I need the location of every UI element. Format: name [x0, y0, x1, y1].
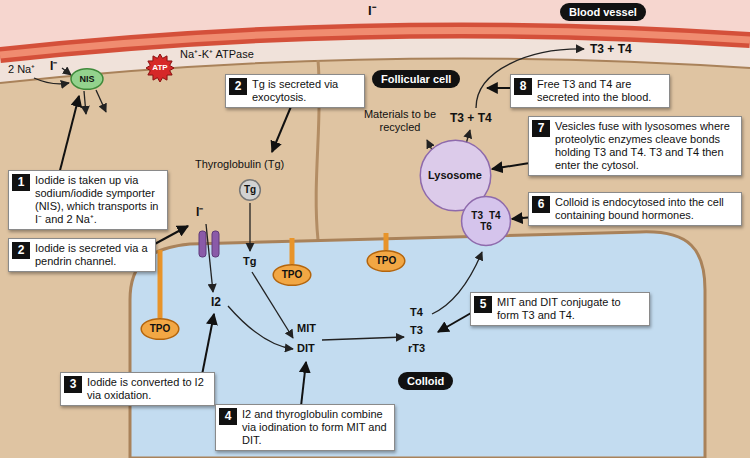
- tpo-stalk: [158, 250, 163, 318]
- callout-box: 8 Free T3 and T4 are secreted into the bl…: [510, 74, 670, 108]
- ion-label: I⁻: [50, 60, 57, 74]
- callout-text: Vesicles fuse with lysosomes where prote…: [555, 120, 736, 172]
- iodide-secretion-arrow: [206, 224, 213, 292]
- callout-box: 7 Vesicles fuse with lysosomes where prot…: [528, 116, 742, 176]
- molecule-label: Tg: [243, 255, 256, 268]
- node-ellipse: [367, 251, 405, 272]
- callout-number: 7: [532, 120, 550, 137]
- region-label-text: Blood vessel: [569, 6, 637, 18]
- colloid-vesicle: T3 T4T6: [460, 195, 512, 247]
- pump-label: Na⁺-K⁺ ATPase: [180, 48, 254, 61]
- callout-text: Iodide is converted to I2 via oxidation.: [87, 376, 209, 402]
- iodination-arrow: [228, 306, 293, 349]
- coupling-arrow: [322, 337, 404, 340]
- part-label: Materials to be recycled: [360, 108, 440, 133]
- callout-number: 4: [219, 408, 237, 425]
- callout-number: 8: [514, 78, 532, 95]
- callout-text: I2 and thyroglobulin combine via iodinat…: [242, 408, 389, 447]
- callout-text: Tg is secreted via exocytosis.: [252, 78, 359, 104]
- node-text: T4: [488, 210, 502, 222]
- callout-box: 4 I2 and thyroglobulin combine via iodina…: [215, 404, 395, 451]
- callout-box: 5 MIT and DIT conjugate to form T3 and T4…: [470, 292, 650, 326]
- pendrin-channel: [212, 231, 219, 257]
- callout-text: Colloid is endocytosed into the cell con…: [555, 196, 736, 222]
- region-label-text: Colloid: [407, 375, 444, 387]
- callout-text: Iodide is secreted via a pendrin channel…: [35, 242, 150, 268]
- vessel-wall-highlight: [0, 30, 750, 55]
- hormone-label: T3: [410, 324, 423, 337]
- callout-box: 2 Iodide is secreted via a pendrin channe…: [8, 238, 156, 272]
- molecule-label: DIT: [297, 342, 315, 355]
- node-ellipse: [141, 319, 179, 340]
- connector-arrow: [512, 218, 528, 219]
- hormone-label: T3 + T4: [450, 112, 492, 126]
- uptake-arrow: [84, 91, 86, 114]
- tpo-stalk: [384, 233, 389, 250]
- node-ellipse: [240, 180, 261, 201]
- callout-box: 1 Iodide is taken up via sodium/iodide sy…: [8, 170, 168, 230]
- colloid-lumen: [130, 232, 705, 458]
- node-text: T3: [470, 210, 484, 222]
- nis-symporter: NIS: [70, 68, 104, 90]
- sodium-arrow: [34, 78, 69, 84]
- molecule-label: MIT: [297, 322, 316, 335]
- node-ellipse: [273, 265, 311, 286]
- callout-number: 1: [12, 174, 30, 191]
- callout-number: 6: [532, 196, 550, 213]
- ion-label: 2 Na⁺: [8, 63, 35, 76]
- region-label-text: Follicular cell: [381, 73, 451, 85]
- vessel-lumen: [0, 0, 750, 55]
- region-label: Colloid: [398, 372, 453, 390]
- ion-label: I⁻: [196, 206, 203, 220]
- uptake-arrow: [96, 90, 106, 112]
- follicular-cell-body: [0, 58, 750, 458]
- atpase-pump: ATP: [146, 54, 174, 82]
- ion-label: I⁻: [368, 4, 376, 19]
- atpase-star: [146, 54, 174, 82]
- node-ellipse: [71, 69, 103, 90]
- region-label: Blood vessel: [560, 3, 646, 21]
- node-text: Tg: [243, 184, 257, 196]
- node-text: ATP: [151, 63, 168, 72]
- node-text: NIS: [78, 74, 95, 84]
- callout-text: MIT and DIT conjugate to form T3 and T4.: [497, 296, 644, 322]
- tpo-enzyme: TPO: [272, 264, 312, 286]
- tpo-enzyme: TPO: [366, 250, 406, 272]
- node-ellipse: [462, 197, 511, 246]
- exocytosis-arrow: [249, 203, 250, 251]
- node-text: T6: [479, 221, 493, 233]
- callout-text: Iodide is taken up via sodium/iodide sym…: [35, 174, 162, 226]
- hormone-label: T3 + T4: [590, 43, 632, 57]
- molecule-label: I2: [211, 296, 221, 310]
- callout-number: 2: [229, 78, 247, 95]
- callout-number: 3: [64, 376, 82, 393]
- callout-box: 6 Colloid is endocytosed into the cell co…: [528, 192, 742, 226]
- callout-number: 2: [12, 242, 30, 259]
- node-text: TPO: [281, 269, 304, 281]
- callout-text: Free T3 and T4 are secreted into the blo…: [537, 78, 664, 104]
- vessel-wall: [0, 30, 750, 55]
- iodide-arrow: [62, 68, 71, 75]
- connector-arrow: [492, 163, 528, 169]
- node-text: TPO: [375, 255, 398, 267]
- thyroglobulin-vesicle: Tg: [239, 179, 261, 201]
- tpo-enzyme: TPO: [140, 318, 180, 340]
- tpo-stalk: [290, 238, 295, 264]
- node-text: Lysosome: [427, 169, 483, 182]
- callout-box: 2 Tg is secreted via exocytosis.: [225, 74, 365, 108]
- callout-number: 5: [474, 296, 492, 313]
- hormone-label: T4: [410, 306, 423, 319]
- hormone-label: rT3: [408, 342, 425, 355]
- part-label: Thyroglobulin (Tg): [195, 158, 284, 171]
- callout-box: 3 Iodide is converted to I2 via oxidation…: [60, 372, 215, 406]
- pendrin-channel: [199, 231, 206, 257]
- region-label: Follicular cell: [372, 70, 460, 88]
- node-text: TPO: [149, 323, 172, 335]
